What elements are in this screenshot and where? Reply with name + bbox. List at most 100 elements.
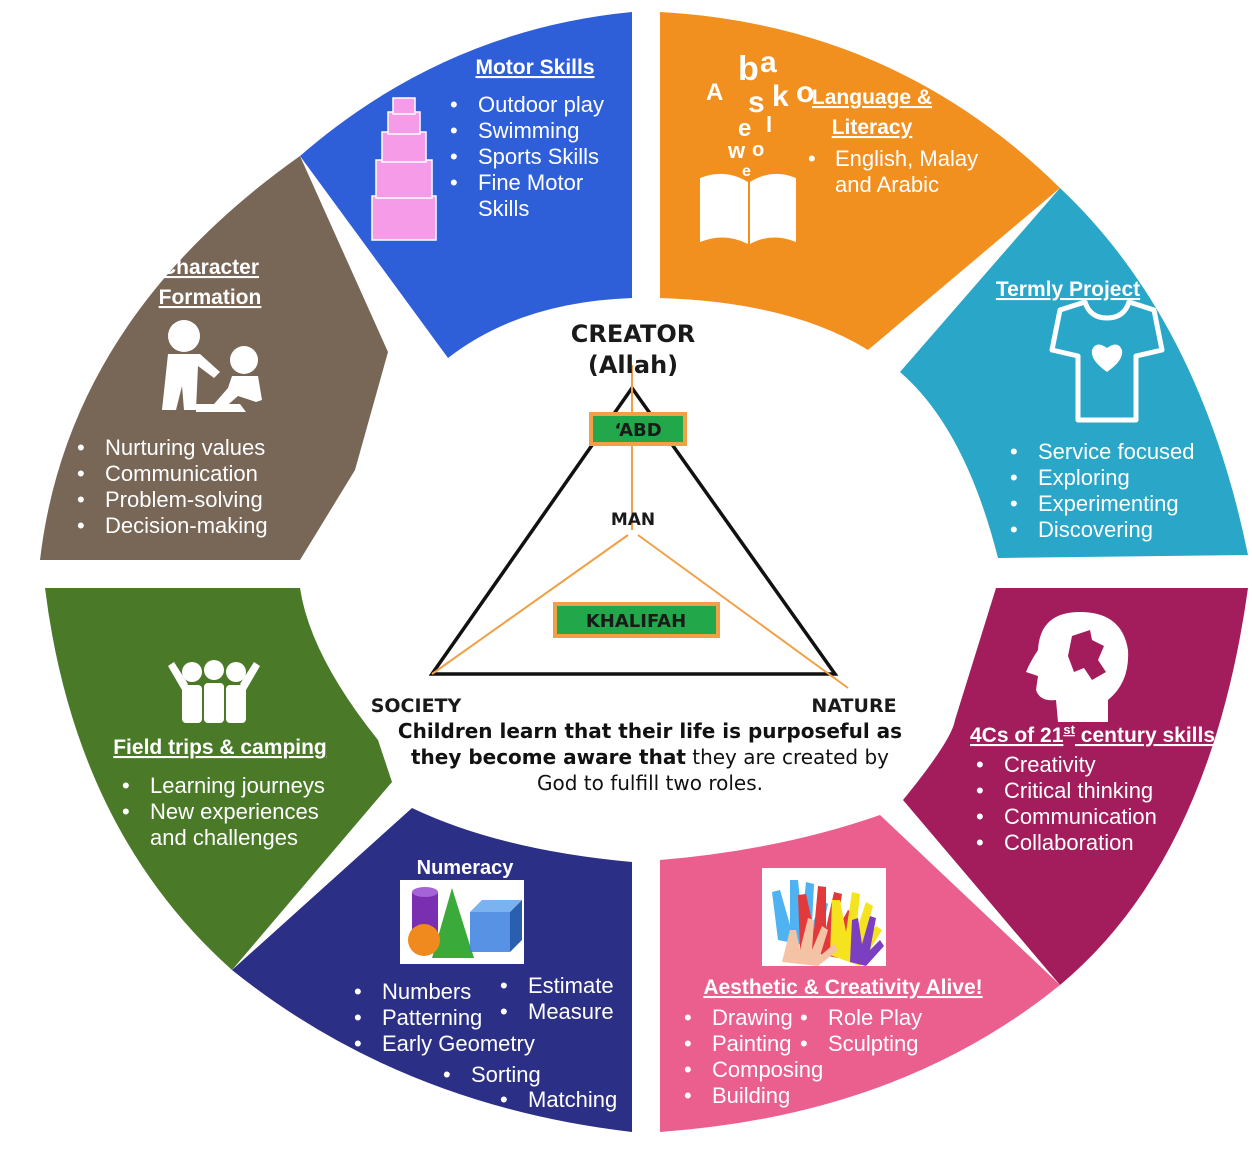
list-item: Drawing	[712, 1005, 793, 1030]
svg-text:•: •	[500, 973, 508, 998]
motor-title: Motor Skills	[475, 56, 594, 79]
segment-termly-project	[900, 188, 1248, 558]
svg-text:•: •	[450, 92, 458, 117]
caption-line2-normal: they are created by	[685, 745, 890, 769]
tshirt-heart-icon	[1049, 299, 1165, 423]
list-item: Building	[712, 1083, 790, 1108]
svg-text:•: •	[1010, 439, 1018, 464]
numeracy-title: Numeracy	[417, 857, 515, 879]
list-item: Critical thinking	[1004, 778, 1153, 803]
svg-text:•: •	[450, 170, 458, 195]
khalifah-label: KHALIFAH	[586, 611, 686, 632]
colorful-hands-icon	[762, 868, 886, 966]
list-item: Estimate	[528, 973, 614, 998]
svg-text:•: •	[1010, 491, 1018, 516]
geometric-shapes-icon	[400, 880, 524, 964]
society-label: SOCIETY	[371, 695, 462, 717]
fourc-title: 4Cs of 21st century skills	[970, 722, 1215, 747]
list-item: Skills	[478, 196, 529, 221]
svg-text:•: •	[976, 804, 984, 829]
list-item: Problem-solving	[105, 487, 263, 512]
list-item: Communication	[1004, 804, 1157, 829]
list-item: Sculpting	[828, 1031, 919, 1056]
open-book-letters-icon: b a s k o A e l w o e	[700, 46, 814, 244]
svg-text:•: •	[1010, 517, 1018, 542]
abd-label: ‘ABD	[614, 420, 661, 441]
aesthetic-list: •Drawing •Painting •Composing •Building …	[684, 1005, 922, 1108]
svg-text:s: s	[748, 86, 765, 119]
svg-text:•: •	[354, 1005, 362, 1030]
stacked-blocks-icon	[371, 97, 437, 241]
list-item: Discovering	[1038, 517, 1153, 542]
language-title-line1: Language &	[812, 86, 932, 109]
termly-list: • Service focused • Exploring • Experimenti…	[1010, 439, 1195, 542]
svg-text:•: •	[450, 118, 458, 143]
character-title-line2: Formation	[159, 286, 262, 309]
list-item: New experiences	[150, 799, 319, 824]
abd-box	[589, 412, 687, 446]
segment-field-trips	[45, 588, 392, 970]
field-list: •Learning journeys •New experiences and …	[122, 773, 325, 850]
svg-text:•: •	[77, 487, 85, 512]
list-item: Numbers	[382, 979, 471, 1004]
svg-text:e: e	[742, 163, 751, 180]
segment-aesthetic	[660, 815, 1060, 1132]
language-list: •English, Malay and Arabic	[808, 146, 978, 197]
list-item: Collaboration	[1004, 830, 1134, 855]
caption-line1: Children learn that their life is purpos…	[397, 719, 903, 743]
termly-title: Termly Project	[996, 278, 1140, 301]
field-title: Field trips & camping	[113, 736, 327, 759]
svg-text:•: •	[77, 513, 85, 538]
svg-text:•: •	[1010, 465, 1018, 490]
numeracy-list: •Numbers •Patterning •Early Geometry •Es…	[354, 973, 617, 1112]
svg-text:•: •	[976, 752, 984, 777]
character-title-line1: Character	[161, 256, 259, 279]
list-item: Learning journeys	[150, 773, 325, 798]
character-list: • Nurturing values • Communication • Proble…	[77, 435, 268, 538]
svg-text:•: •	[684, 1031, 692, 1056]
svg-text:A: A	[706, 79, 723, 106]
list-item: Patterning	[382, 1005, 482, 1030]
svg-text:•: •	[808, 146, 816, 171]
svg-text:o: o	[752, 139, 764, 161]
segment-language-literacy	[660, 12, 1060, 350]
list-item: Painting	[712, 1031, 792, 1056]
svg-text:•: •	[976, 830, 984, 855]
svg-text:•: •	[684, 1083, 692, 1108]
svg-text:•: •	[122, 799, 130, 824]
creator-label: CREATOR	[571, 320, 695, 348]
list-item: Early Geometry	[382, 1031, 535, 1056]
segment-4cs	[903, 588, 1248, 985]
aesthetic-title: Aesthetic & Creativity Alive!	[703, 976, 982, 999]
helping-person-icon	[162, 320, 262, 412]
list-item: Swimming	[478, 118, 579, 143]
svg-text:•: •	[500, 1087, 508, 1112]
list-item: Sorting	[471, 1062, 541, 1087]
svg-text:•: •	[77, 461, 85, 486]
list-item: Service focused	[1038, 439, 1195, 464]
segment-character-formation	[40, 156, 388, 560]
list-item: and Arabic	[835, 172, 939, 197]
list-item: Communication	[105, 461, 258, 486]
svg-text:•: •	[800, 1031, 808, 1056]
man-label: MAN	[611, 510, 655, 530]
list-item: Nurturing values	[105, 435, 265, 460]
list-item: Exploring	[1038, 465, 1130, 490]
svg-text:l: l	[766, 112, 772, 137]
list-item: Experimenting	[1038, 491, 1179, 516]
list-item: Measure	[528, 999, 614, 1024]
caption-line2-bold: they become aware that	[410, 745, 686, 769]
svg-text:•: •	[450, 144, 458, 169]
list-item: Outdoor play	[478, 92, 604, 117]
list-item: Decision-making	[105, 513, 268, 538]
khalifah-box	[553, 602, 720, 638]
list-item: Matching	[528, 1087, 617, 1112]
svg-text:•: •	[800, 1005, 808, 1030]
list-item: Composing	[712, 1057, 823, 1082]
svg-text:•: •	[122, 773, 130, 798]
segment-motor-skills	[300, 12, 632, 358]
group-people-icon	[168, 660, 260, 723]
svg-text:o: o	[796, 76, 814, 109]
svg-text:•: •	[684, 1005, 692, 1030]
